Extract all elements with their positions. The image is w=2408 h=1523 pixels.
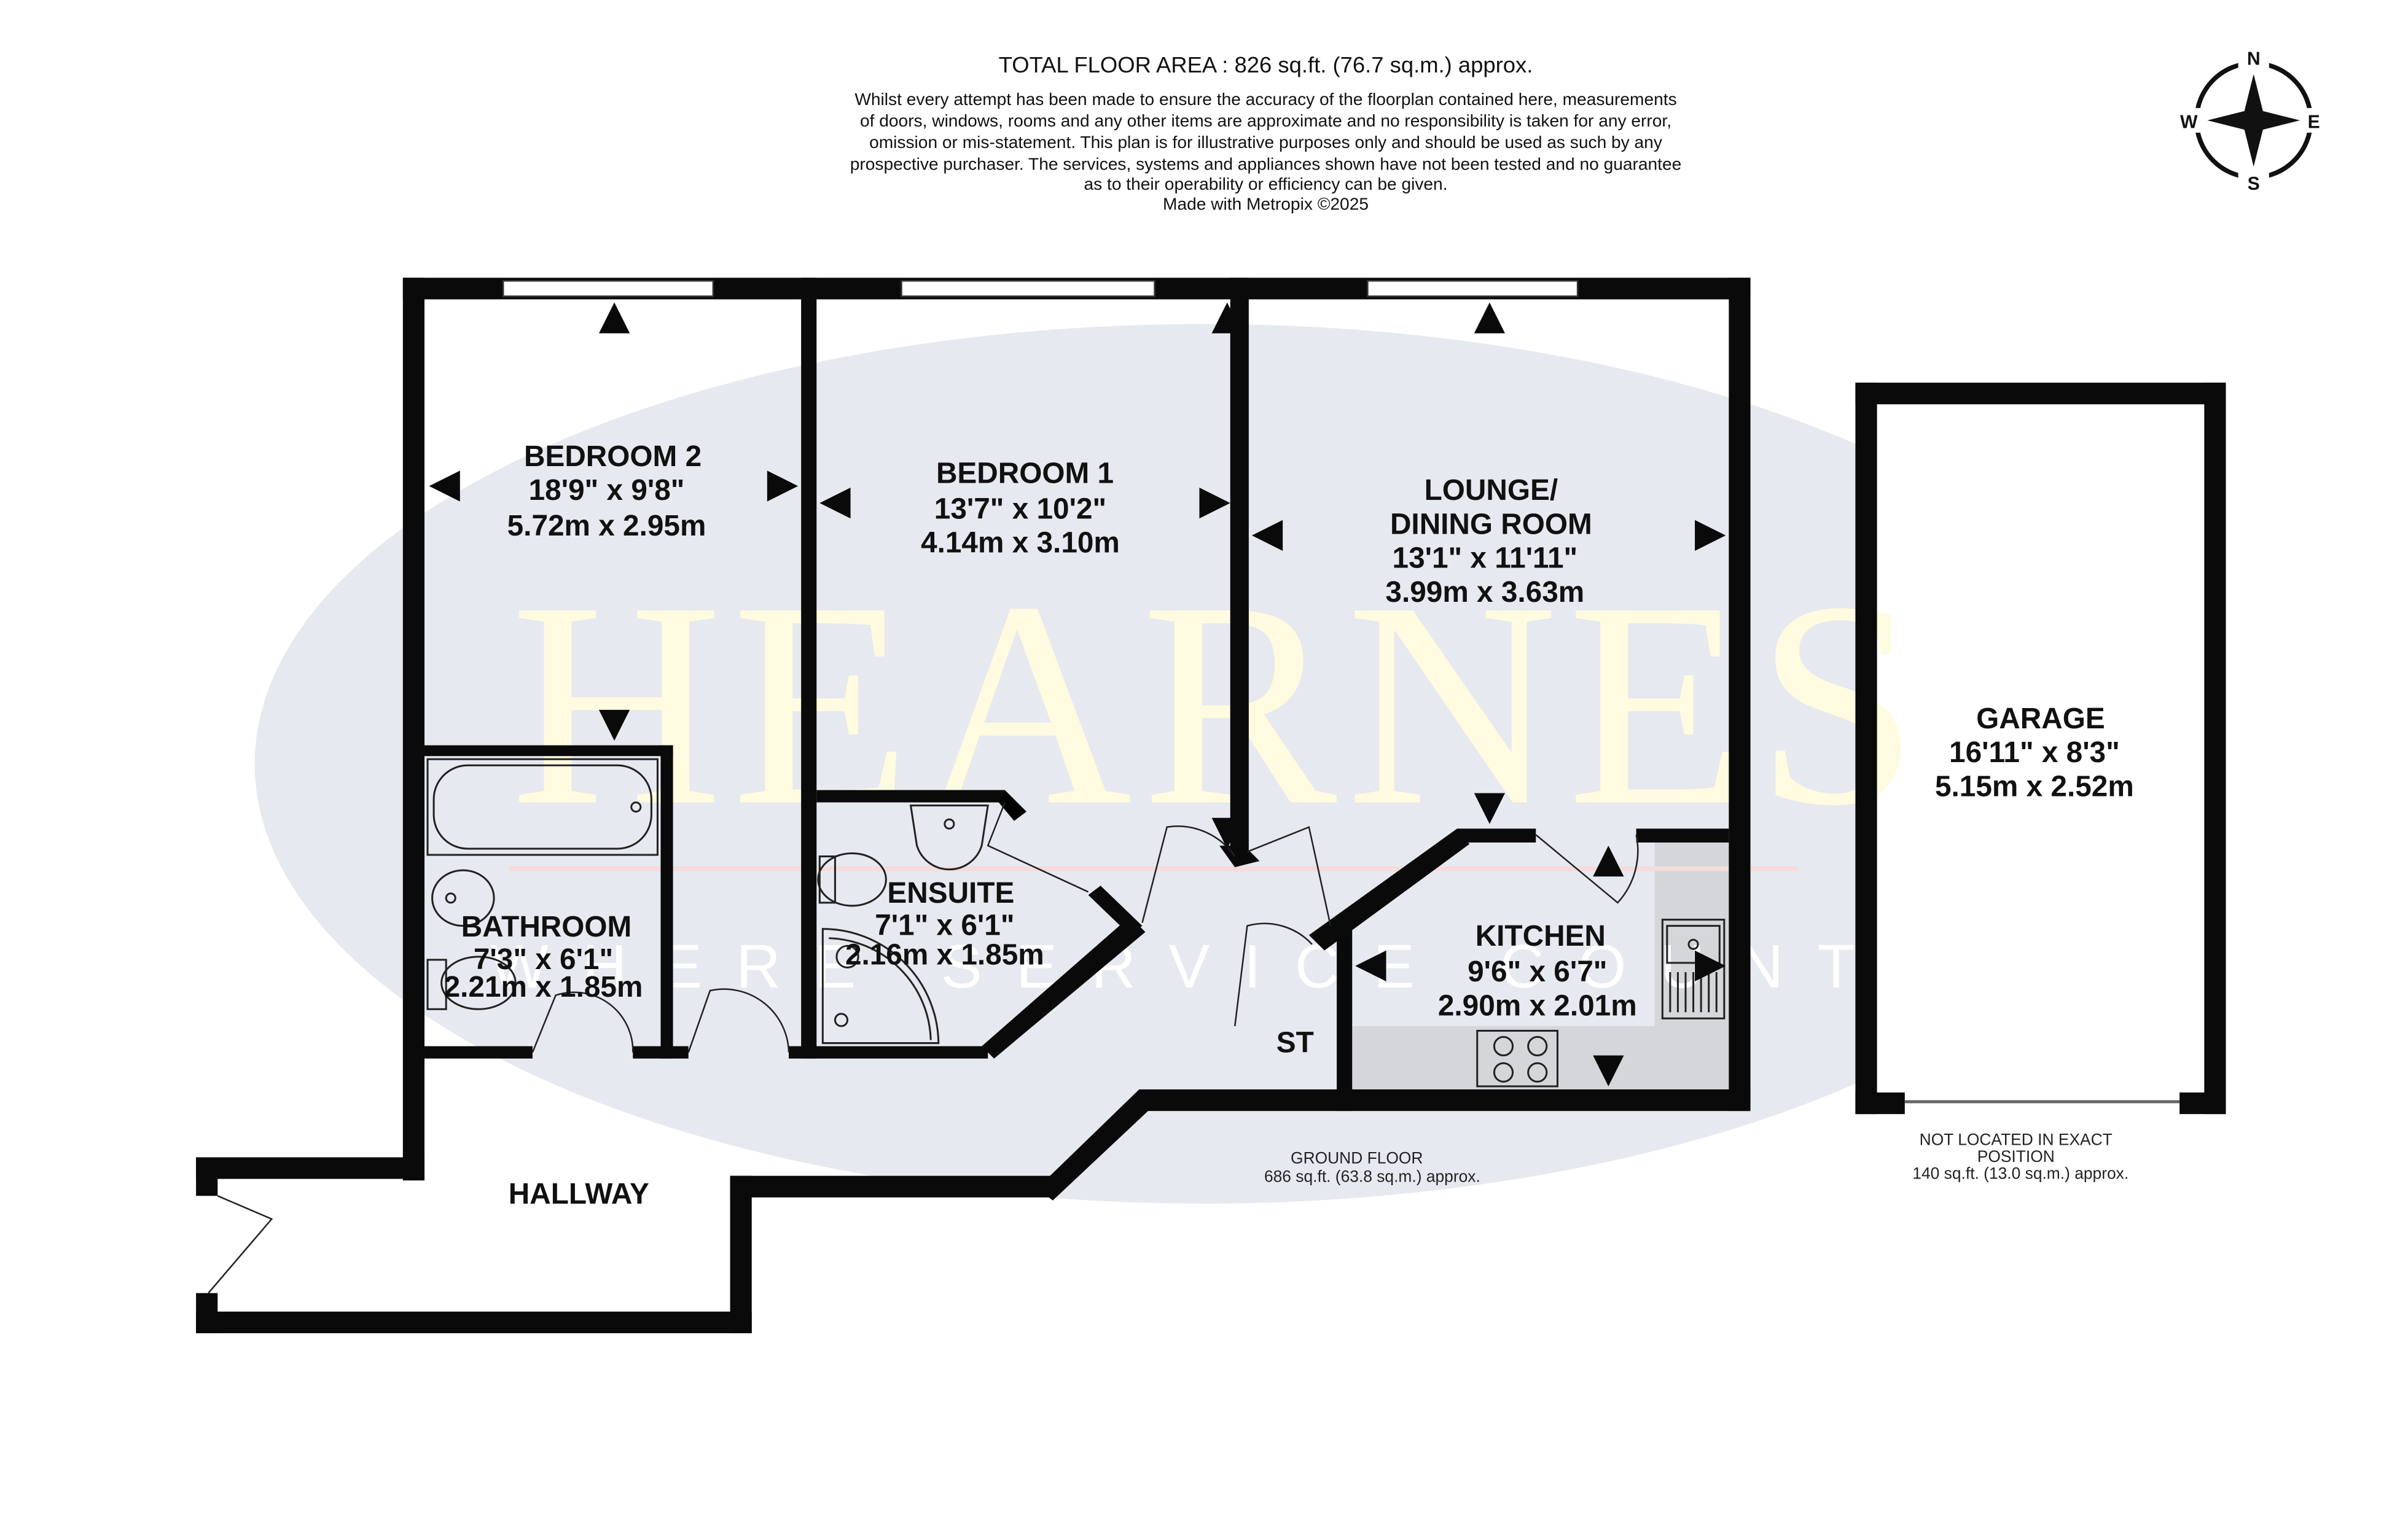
room-dimensions-metric: 2.90m x 2.01m (1438, 989, 1637, 1022)
room-name: BATHROOM (461, 911, 632, 943)
room-name: GARAGE (1976, 703, 2105, 735)
ensuite-toilet-icon (817, 852, 887, 907)
header: TOTAL FLOOR AREA : 826 sq.ft. (76.7 sq.m… (850, 52, 1681, 214)
room-dimensions-metric: 5.15m x 2.52m (1935, 771, 2134, 803)
compass-north: N (2247, 49, 2261, 69)
room-name: LOUNGE/ (1425, 474, 1558, 507)
room-dimensions-metric: 2.21m x 1.85m (444, 971, 643, 1003)
hob-icon (1476, 1029, 1558, 1088)
compass-icon: N S W E (2176, 46, 2328, 195)
room-dimensions-metric: 2.16m x 1.85m (845, 938, 1044, 971)
room-dimensions-imperial: 9'6" x 6'7" (1468, 956, 1607, 988)
room-dimensions-imperial: 7'3" x 6'1" (474, 943, 613, 976)
windows (502, 280, 1579, 297)
room-name: KITCHEN (1476, 920, 1606, 952)
toilet-icon (426, 956, 517, 1010)
bath-icon (426, 758, 659, 856)
room-bedroom-1: BEDROOM 1 13'7" x 10'2" 4.14m x 3.10m (921, 457, 1120, 559)
ensuite-basin-icon (909, 804, 989, 871)
shower-icon (821, 928, 940, 1045)
room-name: ENSUITE (887, 877, 1014, 910)
room-kitchen: KITCHEN 9'6" x 6'7" 2.90m x 2.01m (1438, 920, 1637, 1022)
room-dimensions-imperial: 16'11" x 8'3" (1949, 736, 2120, 769)
room-dimensions-metric: 3.99m x 3.63m (1385, 576, 1584, 609)
room-bathroom: BATHROOM 7'3" x 6'1" 2.21m x 1.85m (444, 911, 643, 1003)
garage-area: 140 sq.ft. (13.0 sq.m.) approx. (1912, 1164, 2128, 1183)
garage-caption: NOT LOCATED IN EXACT POSITION 140 sq.ft.… (1912, 1130, 2128, 1182)
watermark-brand: HEARNES (511, 542, 1928, 867)
room-dimensions-imperial: 7'1" x 6'1" (875, 910, 1014, 942)
room-name: BEDROOM 1 (936, 457, 1114, 489)
basin-icon (431, 869, 495, 927)
room-lounge-dining: LOUNGE/ DINING ROOM 13'1" x 11'11" 3.99m… (1385, 474, 1592, 609)
room-hallway: HALLWAY (509, 1178, 649, 1210)
disclaimer-line: omission or mis-statement. This plan is … (869, 133, 1662, 152)
room-store: ST (1276, 1027, 1314, 1059)
room-dimensions-imperial: 13'1" x 11'11" (1393, 542, 1578, 575)
room-dimensions-metric: 5.72m x 2.95m (507, 510, 706, 542)
room-name: BEDROOM 2 (524, 440, 702, 473)
disclaimer-line: Whilst every attempt has been made to en… (854, 90, 1676, 109)
doors (208, 802, 1639, 1294)
compass-west: W (2180, 112, 2198, 133)
hallway-floor (217, 1178, 730, 1312)
made-with: Made with Metropix ©2025 (1163, 195, 1369, 214)
dimension-arrows (429, 302, 1726, 1086)
room-dimensions-imperial: 18'9" x 9'8" (529, 474, 685, 507)
compass-east: E (2308, 112, 2320, 133)
room-ensuite: ENSUITE 7'1" x 6'1" 2.16m x 1.85m (845, 877, 1044, 972)
room-name: DINING ROOM (1390, 508, 1592, 540)
room-dimensions-metric: 4.14m x 3.10m (921, 527, 1120, 559)
floor-label: GROUND FLOOR (1291, 1149, 1423, 1167)
garage-note: POSITION (1977, 1147, 2055, 1166)
room-bedroom-2: BEDROOM 2 18'9" x 9'8" 5.72m x 2.95m (507, 440, 706, 542)
compass-south: S (2248, 174, 2260, 194)
disclaimer-line: as to their operability or efficiency ca… (1084, 174, 1448, 193)
disclaimer-line: of doors, windows, rooms and any other i… (860, 111, 1671, 130)
garage-note: NOT LOCATED IN EXACT (1920, 1130, 2113, 1148)
room-dimensions-imperial: 13'7" x 10'2" (934, 493, 1106, 525)
ground-floor-caption: GROUND FLOOR 686 sq.ft. (63.8 sq.m.) app… (1264, 1149, 1480, 1186)
disclaimer-line: prospective purchaser. The services, sys… (850, 154, 1681, 173)
floor-area: 686 sq.ft. (63.8 sq.m.) approx. (1264, 1167, 1480, 1186)
room-garage: GARAGE 16'11" x 8'3" 5.15m x 2.52m (1935, 703, 2134, 803)
sink-icon (1661, 919, 1726, 1019)
total-floor-area: TOTAL FLOOR AREA : 826 sq.ft. (76.7 sq.m… (999, 52, 1533, 77)
garage-floor (1877, 404, 2205, 1102)
